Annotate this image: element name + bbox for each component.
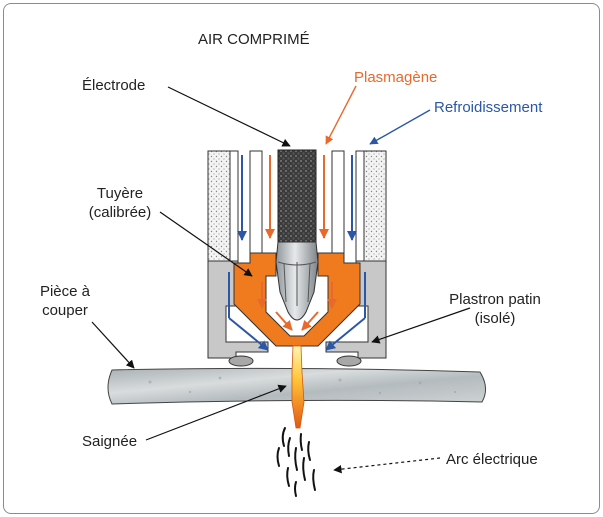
plasma-jet bbox=[291, 345, 305, 429]
label-plastron-line2: (isolé) bbox=[474, 310, 516, 327]
label-plastron-line1: Plastron patin bbox=[449, 291, 541, 308]
torch-housing bbox=[207, 150, 387, 367]
label-piece-line1: Pièce à bbox=[39, 283, 91, 300]
tuyere-arrow bbox=[159, 211, 253, 277]
plastron-arrow bbox=[371, 307, 471, 344]
label-arc-electrique: Arc électrique bbox=[446, 451, 538, 468]
label-saignee: Saignée bbox=[82, 433, 138, 450]
piece-arrow bbox=[91, 321, 135, 369]
arc-arrow bbox=[333, 457, 441, 474]
label-plastron-patin: Plastron patin (isolé) bbox=[432, 290, 558, 328]
electrode-arrow bbox=[167, 86, 291, 147]
plasmagene-arrow bbox=[325, 85, 357, 145]
label-air-comprime: AIR COMPRIMÉ bbox=[198, 31, 310, 48]
label-electrode: Électrode bbox=[82, 77, 146, 94]
workpiece-texture bbox=[148, 376, 457, 397]
label-plasmagene: Plasmagène bbox=[354, 69, 438, 86]
label-refroidissement: Refroidissement bbox=[434, 99, 543, 116]
label-tuyere-line1: Tuyère bbox=[96, 185, 144, 202]
plasma-gas-flow-arrows bbox=[257, 155, 337, 331]
callout-arrows bbox=[91, 85, 471, 474]
electrode bbox=[275, 149, 319, 321]
saignee-arrow bbox=[145, 384, 287, 441]
label-tuyere: Tuyère (calibrée) bbox=[78, 184, 162, 222]
label-piece-line2: couper bbox=[42, 302, 88, 319]
electric-arc-sparks bbox=[276, 427, 316, 497]
cooling-flow-arrows bbox=[228, 155, 366, 351]
label-piece-a-couper: Pièce à couper bbox=[28, 282, 102, 320]
label-tuyere-line2: (calibrée) bbox=[88, 204, 152, 221]
refroidissement-arrow bbox=[369, 109, 431, 145]
